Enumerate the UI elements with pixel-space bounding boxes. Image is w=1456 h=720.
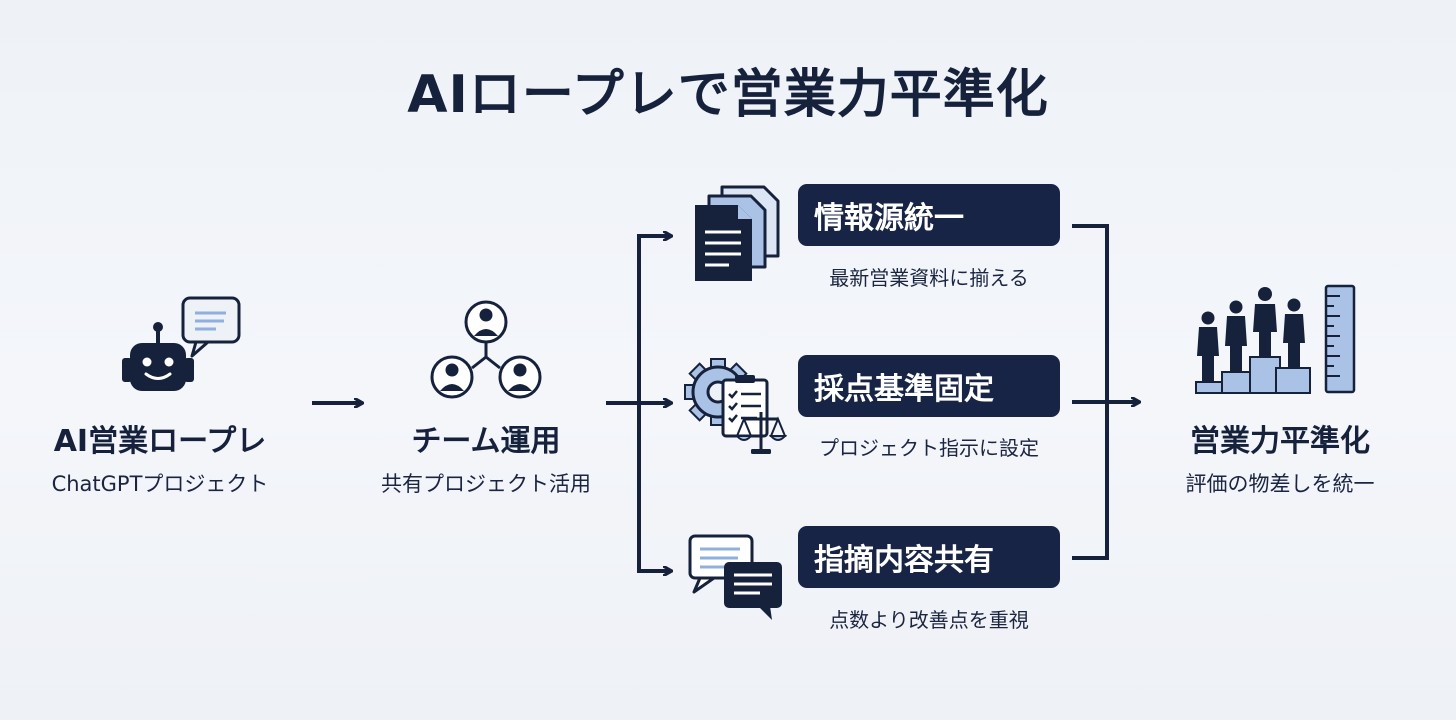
diagram-title: AIロープレで営業力平準化: [407, 65, 1049, 125]
node-roleplay-title: AI営業ロープレ: [53, 424, 267, 459]
node-team-title: チーム運用: [411, 424, 561, 459]
branch-scoring-subtitle: プロジェクト指示に設定: [819, 436, 1039, 460]
branch-feedback-label: 指摘内容共有: [798, 526, 1060, 588]
branch-info-source-label: 情報源統一: [798, 184, 1060, 246]
chat-bubbles-icon: [688, 534, 782, 620]
fork-connector: [637, 236, 671, 571]
node-result-subtitle: 評価の物差しを統一: [1185, 472, 1375, 496]
branch-feedback-subtitle: 点数より改善点を重視: [829, 608, 1029, 632]
node-roleplay-subtitle: ChatGPTプロジェクト: [51, 472, 269, 496]
leveled-team-ruler-icon: [1195, 284, 1356, 394]
node-result-title: 営業力平準化: [1190, 424, 1370, 459]
team-network-icon: [430, 300, 542, 399]
merge-connector: [1072, 224, 1139, 560]
branch-scoring-label: 採点基準固定: [798, 355, 1060, 417]
robot-chat-icon: [122, 296, 241, 391]
node-team-subtitle: 共有プロジェクト活用: [381, 472, 591, 496]
gear-checklist-scale-icon: [684, 358, 788, 454]
documents-icon: [695, 185, 780, 281]
branch-info-source-subtitle: 最新営業資料に揃える: [829, 266, 1029, 290]
